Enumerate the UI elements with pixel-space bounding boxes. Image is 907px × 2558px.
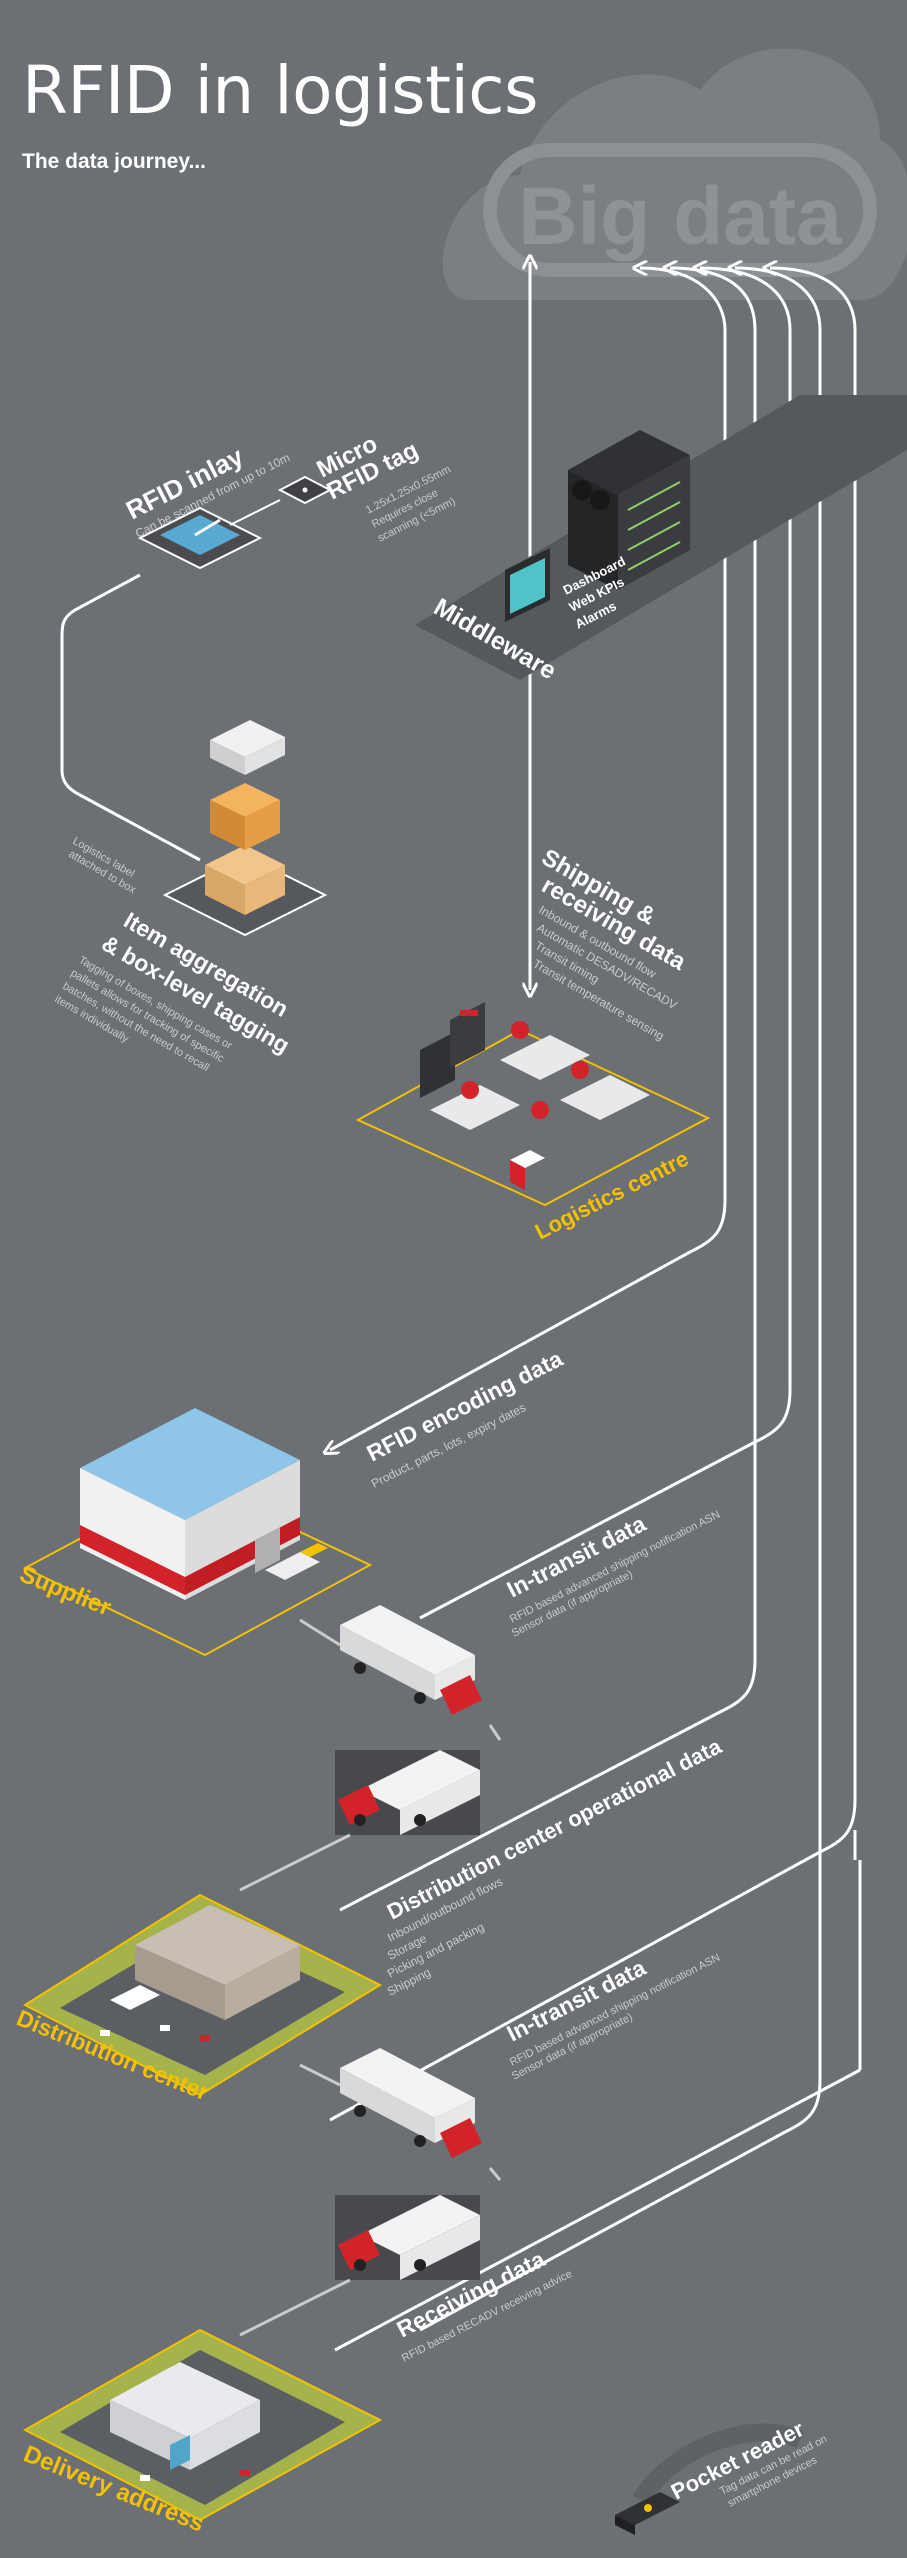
transit-2-group: In-transit data RFID based advanced ship… (502, 1952, 722, 2083)
flow-dc-data (339, 268, 757, 1912)
transit-1-group: In-transit data RFID based advanced ship… (502, 1509, 722, 1640)
truck-2-group (335, 1750, 480, 1835)
truck-3-group (299, 2048, 482, 2158)
pocket-reader-group: Pocket reader Tag data can be read on sm… (615, 2416, 829, 2535)
encoding-group: RFID encoding data Product, parts, lots,… (362, 1345, 566, 1491)
micro-tag-group: Micro RFID tag 1.25x1.25x0.55mm Requires… (229, 430, 457, 545)
item-aggregation-group: Logistics label attached to box Item agg… (53, 720, 328, 1074)
flow-receiving (329, 268, 857, 2122)
page-subtitle: The data journey... (22, 150, 206, 173)
flow-transit-2 (419, 268, 822, 2332)
distribution-center-group: Distribution center (13, 1893, 383, 2105)
supplier-label: Supplier (16, 1561, 115, 1622)
flow-transit-1 (419, 268, 792, 1620)
encoding-title: RFID encoding data (362, 1345, 566, 1466)
middleware-group: Middleware Dashboard Web KPIs Alarms (415, 395, 907, 685)
flow-delivery (334, 2068, 861, 2352)
supplier-group: Supplier (16, 1408, 373, 1657)
flow-inlay-box (60, 573, 201, 862)
big-data-cloud: Big data (442, 48, 907, 300)
delivery-group: Delivery address (20, 2328, 383, 2538)
page-title: RFID in logistics (22, 52, 538, 129)
shipping-receiving-group: Shipping & receiving data Inbound & outb… (531, 844, 691, 1043)
rfid-inlay-group: RFID inlay Can be scanned from up to 10m (121, 441, 292, 570)
truck-4-group (335, 2195, 480, 2280)
truck-1-group (299, 1605, 482, 1715)
flow-shipping-encoding (330, 268, 727, 1450)
data-flow-lines (329, 262, 862, 2352)
logistics-centre-label: Logistics centre (531, 1146, 693, 1245)
big-data-label: Big data (518, 171, 843, 262)
